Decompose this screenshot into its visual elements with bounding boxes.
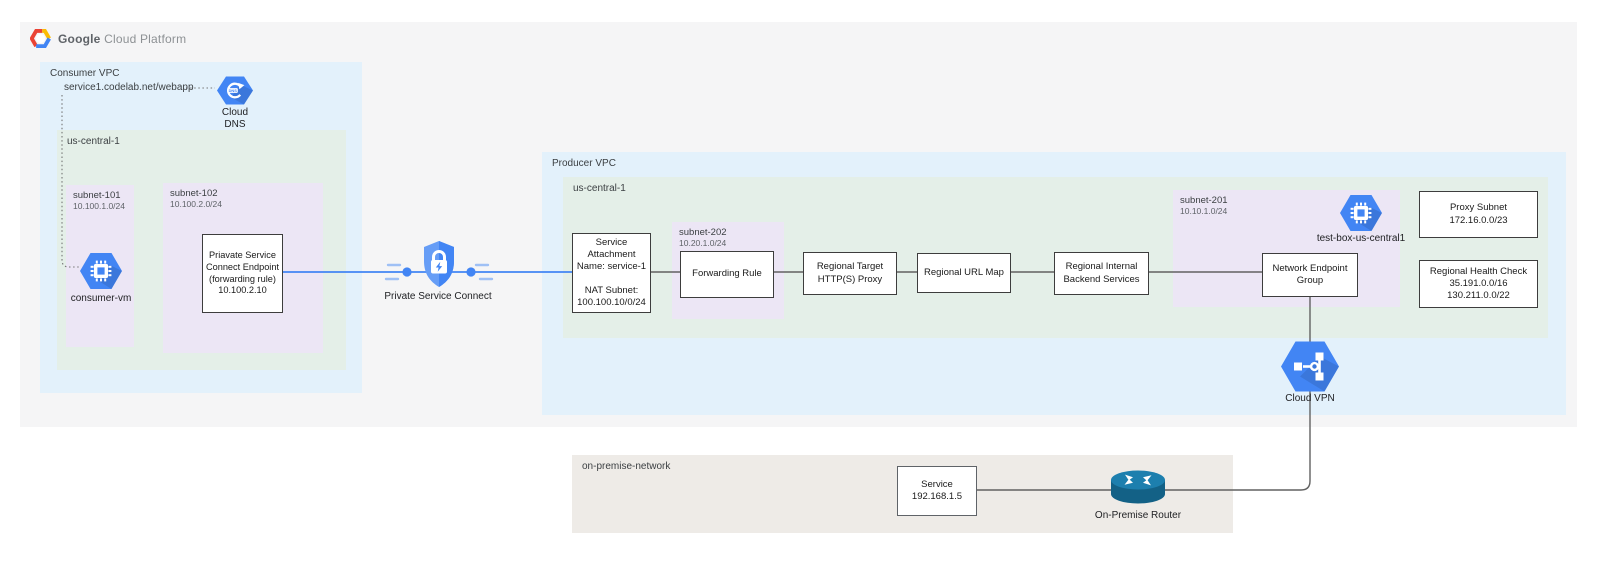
on-premise-network-label: on-premise-network bbox=[582, 461, 671, 472]
network-endpoint-group-node: Network Endpoint Group bbox=[1262, 253, 1358, 297]
brand-cloud-platform: Cloud Platform bbox=[104, 31, 187, 46]
brand-google: Google bbox=[58, 31, 101, 46]
producer-vpc-label: Producer VPC bbox=[552, 158, 616, 169]
test-box-caption: test-box-us-central1 bbox=[1316, 233, 1406, 244]
subnet-201-cidr: 10.10.1.0/24 bbox=[1180, 206, 1228, 217]
psc-caption: Private Service Connect bbox=[384, 291, 492, 302]
consumer-vpc-label: Consumer VPC bbox=[50, 68, 120, 79]
consumer-vm-caption: consumer-vm bbox=[70, 293, 132, 304]
cloud-vpn-caption: Cloud VPN bbox=[1285, 393, 1335, 404]
subnet-102-name: subnet-102 bbox=[170, 188, 218, 199]
subnet-102-label: subnet-102 10.100.2.0/24 bbox=[170, 188, 222, 210]
consumer-region-label: us-central-1 bbox=[67, 136, 120, 147]
subnet-101-label: subnet-101 10.100.1.0/24 bbox=[73, 190, 125, 212]
service-attachment-node: Service Attachment Name: service-1 NAT S… bbox=[572, 233, 651, 313]
subnet-202-cidr: 10.20.1.0/24 bbox=[679, 238, 727, 249]
regional-internal-backend-node: Regional Internal Backend Services bbox=[1054, 252, 1149, 295]
subnet-201-label: subnet-201 10.10.1.0/24 bbox=[1180, 195, 1228, 217]
gcp-logo-icon bbox=[30, 28, 51, 49]
producer-region-label: us-central-1 bbox=[573, 183, 626, 194]
cloud-vpn-icon bbox=[1281, 341, 1339, 392]
brand-title: Google Cloud Platform bbox=[58, 32, 186, 46]
on-premise-router-icon bbox=[1107, 469, 1169, 507]
subnet-202-name: subnet-202 bbox=[679, 227, 727, 238]
subnet-101-cidr: 10.100.1.0/24 bbox=[73, 201, 125, 212]
subnet-101-name: subnet-101 bbox=[73, 190, 121, 201]
onprem-service-node: Service 192.168.1.5 bbox=[897, 466, 977, 516]
svg-text:DNS: DNS bbox=[229, 88, 238, 93]
regional-health-check-node: Regional Health Check 35.191.0.0/16 130.… bbox=[1419, 260, 1538, 308]
proxy-subnet-node: Proxy Subnet 172.16.0.0/23 bbox=[1419, 191, 1538, 238]
subnet-102-cidr: 10.100.2.0/24 bbox=[170, 199, 222, 210]
forwarding-rule-node: Forwarding Rule bbox=[680, 251, 774, 298]
on-premise-router-caption: On-Premise Router bbox=[1094, 510, 1182, 521]
consumer-vm-icon bbox=[80, 252, 122, 290]
dns-record-text: service1.codelab.net/webapp bbox=[64, 82, 194, 93]
cloud-dns-icon: DNS bbox=[217, 74, 253, 107]
test-box-vm-icon bbox=[1340, 194, 1382, 232]
subnet-201-name: subnet-201 bbox=[1180, 195, 1228, 206]
subnet-202-label: subnet-202 10.20.1.0/24 bbox=[679, 227, 727, 249]
psc-endpoint-node: Priavate Service Connect Endpoint (forwa… bbox=[202, 234, 283, 313]
regional-target-proxy-node: Regional Target HTTP(S) Proxy bbox=[803, 252, 897, 295]
private-service-connect-icon bbox=[422, 240, 456, 289]
regional-url-map-node: Regional URL Map bbox=[917, 253, 1011, 293]
cloud-dns-caption: Cloud DNS bbox=[221, 107, 249, 130]
gcp-brand: Google Cloud Platform bbox=[30, 28, 186, 49]
